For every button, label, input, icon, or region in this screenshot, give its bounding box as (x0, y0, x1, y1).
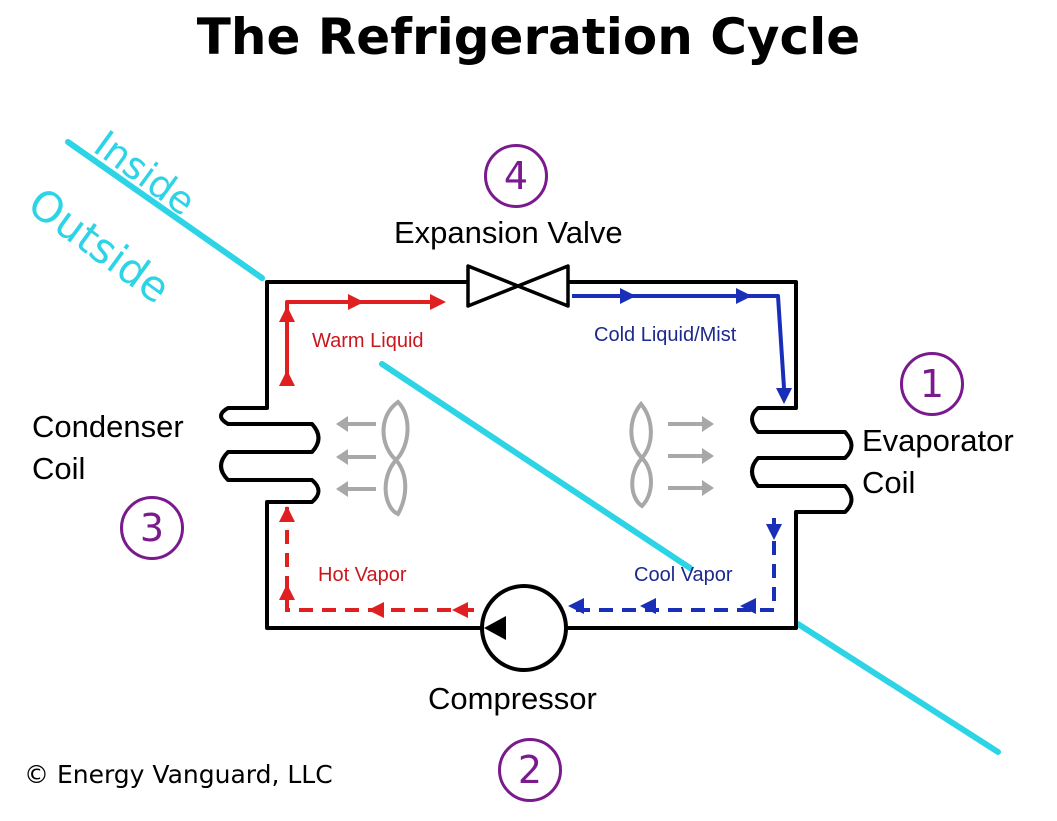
compressor-label: Compressor (428, 681, 597, 716)
arrowhead-icon (368, 602, 384, 618)
condenser-fan-icon (381, 399, 410, 517)
step-number-4: 4 (484, 144, 548, 208)
arrowhead-icon (348, 294, 364, 310)
page-title: The Refrigeration Cycle (196, 8, 861, 66)
evaporator-label-line2: Coil (862, 465, 916, 500)
flow-hot-vapor (285, 505, 474, 612)
condenser-label-line2: Coil (32, 451, 86, 486)
flow-cold-liquid (572, 294, 786, 389)
flow-cool-vapor (574, 518, 776, 612)
step-number-3: 3 (120, 496, 184, 560)
arrowhead-icon (279, 506, 295, 522)
arrowhead-icon (740, 598, 756, 614)
step-number-2: 2 (498, 738, 562, 802)
evaporator-fan-icon (629, 400, 653, 509)
arrowhead-icon (279, 584, 295, 600)
airflow-arrows-left-icon (336, 416, 376, 497)
boundary-line-middle (379, 361, 693, 571)
piping-loop (219, 280, 854, 630)
compressor-arrow-icon (484, 616, 506, 640)
evaporator-label: Evaporator (862, 423, 1014, 458)
hot-vapor-label: Hot Vapor (318, 564, 407, 586)
airflow-arrows-right-icon (668, 416, 714, 496)
expansion-valve-icon (466, 264, 570, 308)
cold-liquid-label: Cold Liquid/Mist (594, 324, 737, 346)
arrowhead-icon (766, 524, 782, 540)
arrowhead-icon (279, 306, 295, 322)
warm-liquid-label: Warm Liquid (312, 330, 424, 352)
compressor-icon (480, 584, 568, 672)
step-number-1: 1 (900, 352, 964, 416)
arrowhead-icon (279, 370, 295, 386)
boundary-line-outer-bottom (795, 621, 1001, 755)
arrowhead-icon (776, 388, 792, 404)
expansion-valve-label: Expansion Valve (394, 215, 623, 250)
boundary-line-outer-top (65, 139, 265, 281)
arrowhead-icon (452, 602, 468, 618)
flow-warm-liquid (285, 300, 442, 385)
cool-vapor-label: Cool Vapor (634, 564, 733, 586)
arrowhead-icon (736, 288, 752, 304)
condenser-label: Condenser (32, 409, 184, 444)
arrowhead-icon (620, 288, 636, 304)
copyright-text: © Energy Vanguard, LLC (24, 760, 333, 789)
arrowhead-icon (640, 598, 656, 614)
arrowhead-icon (568, 598, 584, 614)
arrowhead-icon (430, 294, 446, 310)
